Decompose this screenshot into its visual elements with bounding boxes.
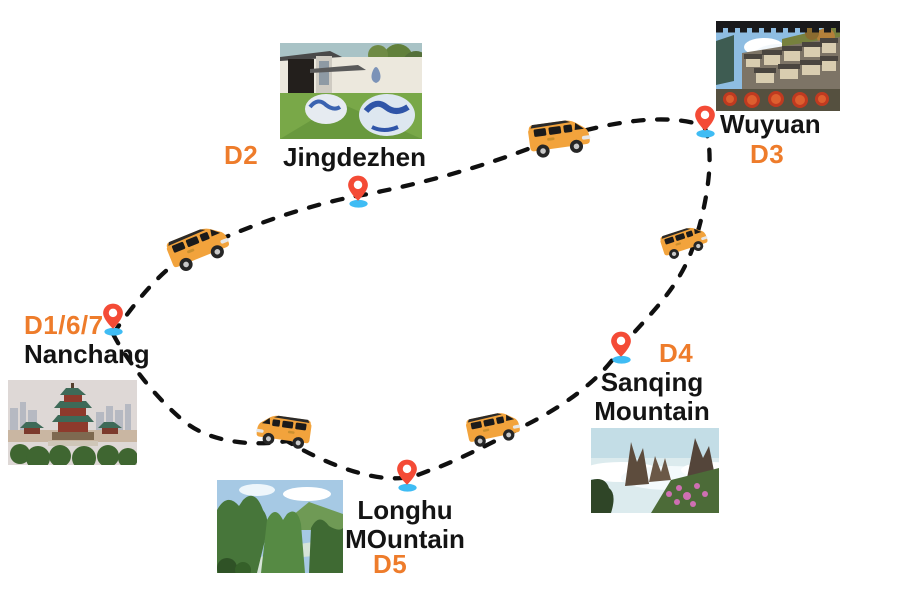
- jingdezhen-location-pin-icon: [345, 174, 371, 208]
- nanchang-location-pin-icon: [100, 302, 126, 336]
- day-label-nanchang: D1/6/7: [24, 310, 104, 340]
- city-label-jingdezhen: Jingdezhen: [283, 142, 427, 172]
- day-label-jingdezhen: D2: [224, 140, 259, 170]
- day-label-longhu: D5: [373, 549, 408, 579]
- nanchang-photo: [8, 380, 137, 465]
- city-label-longhu: Longhu MOuntain: [345, 495, 465, 555]
- wuyuan-location-pin-icon: [692, 104, 718, 138]
- day-label-sanqing: D4: [659, 338, 694, 368]
- city-label-nanchang: Nanchang: [24, 339, 150, 369]
- sanqing-location-pin-icon: [608, 330, 634, 364]
- sanqing-mountain-photo: [591, 428, 719, 513]
- day-label-wuyuan: D3: [750, 139, 785, 169]
- city-label-wuyuan: Wuyuan: [720, 109, 821, 139]
- longhu-mountain-photo: [217, 480, 343, 573]
- longhu-location-pin-icon: [394, 458, 420, 492]
- wuyuan-photo: [716, 21, 840, 111]
- jingdezhen-photo: [280, 43, 422, 139]
- city-label-sanqing: Sanqing Mountain: [594, 367, 710, 427]
